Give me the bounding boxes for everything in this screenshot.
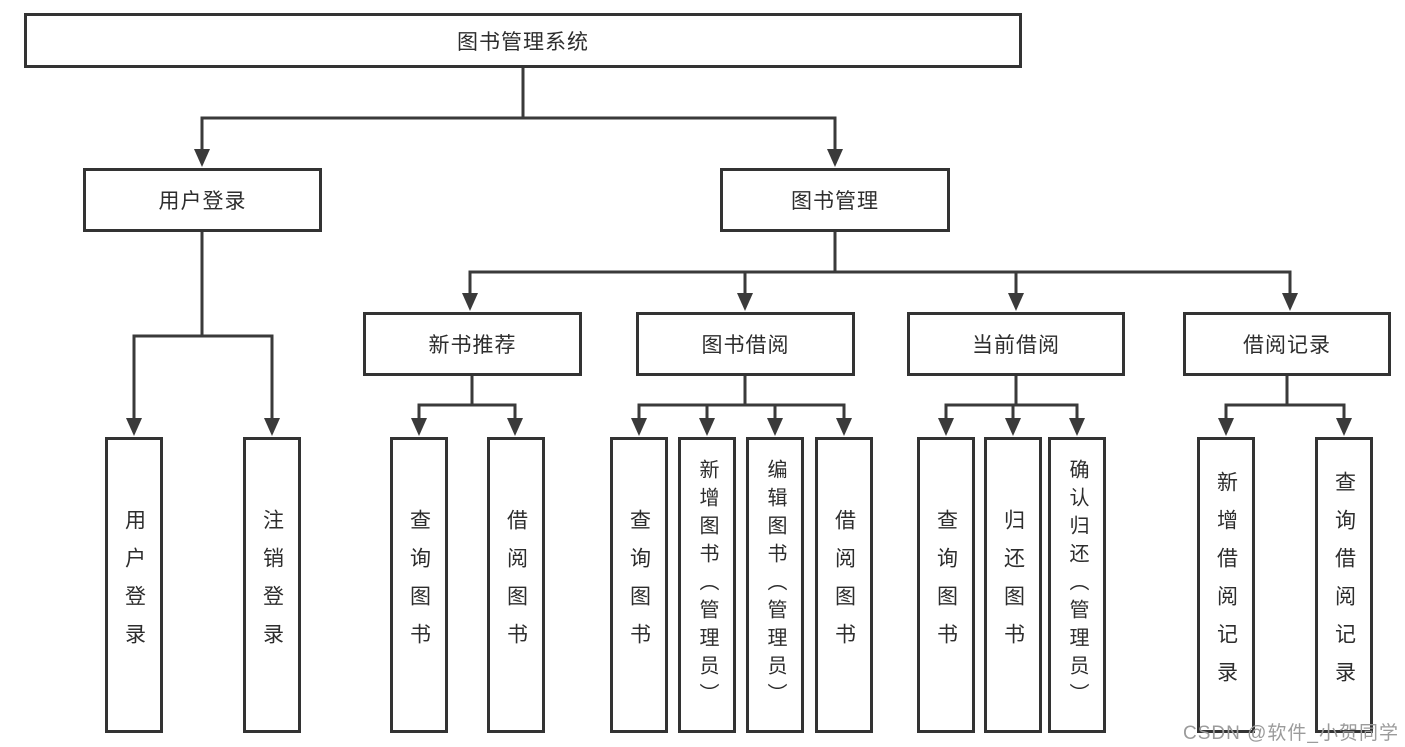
node-label: 确认归还（管理员） [1066,459,1088,711]
node-current-borrow: 当前借阅 [907,312,1125,376]
node-borrow-records: 借阅记录 [1183,312,1391,376]
node-label: 编辑图书（管理员） [764,459,786,711]
leaf-add-borrow-record: 新增借阅记录 [1197,437,1255,733]
node-label: 注销登录 [260,509,284,661]
node-label: 新书推荐 [428,334,517,357]
leaf-query-borrow-record: 查询借阅记录 [1315,437,1373,733]
node-label: 用户登录 [158,190,247,213]
leaf-logout: 注销登录 [243,437,301,733]
connector-borrow-leaves [637,403,846,419]
node-label: 图书管理系统 [457,30,589,54]
leaf-edit-books-admin: 编辑图书（管理员） [746,437,804,733]
node-label: 新增图书（管理员） [696,459,718,711]
node-label: 图书管理 [791,190,879,213]
node-label: 查询图书 [407,509,431,661]
connector-current-leaves [944,403,1079,419]
leaf-return-books: 归还图书 [984,437,1042,733]
watermark: CSDN @软件_小贺同学 [1183,723,1399,744]
node-new-book-recommend: 新书推荐 [363,312,582,376]
node-label: 查询图书 [627,509,651,661]
leaf-add-books-admin: 新增图书（管理员） [678,437,736,733]
node-label: 借阅图书 [504,509,528,661]
node-library-system: 图书管理系统 [24,13,1022,68]
node-label: 查询借阅记录 [1332,471,1356,699]
node-label: 图书借阅 [701,334,790,357]
leaf-query-books: 查询图书 [917,437,975,733]
node-book-borrow: 图书借阅 [636,312,855,376]
leaf-query-books: 查询图书 [390,437,448,733]
leaf-confirm-return-admin: 确认归还（管理员） [1048,437,1106,733]
node-label: 借阅图书 [832,509,856,661]
node-label: 用户登录 [122,509,146,661]
node-label: 当前借阅 [972,334,1060,357]
node-book-management: 图书管理 [720,168,950,232]
node-label: 新增借阅记录 [1214,471,1238,699]
connector-recommend-leaves [417,403,517,419]
connector-mgmt-level3 [468,270,1292,294]
node-label: 借阅记录 [1243,334,1331,357]
connector-records-leaves [1224,403,1346,419]
leaf-user-login: 用户登录 [105,437,163,733]
node-label: 归还图书 [1001,509,1025,661]
connector-user-leaves [132,334,274,419]
node-label: 查询图书 [934,509,958,661]
node-user-login-group: 用户登录 [83,168,322,232]
leaf-borrow-books: 借阅图书 [815,437,873,733]
leaf-borrow-books: 借阅图书 [487,437,545,733]
leaf-query-books: 查询图书 [610,437,668,733]
connector-root-level2 [200,116,837,150]
